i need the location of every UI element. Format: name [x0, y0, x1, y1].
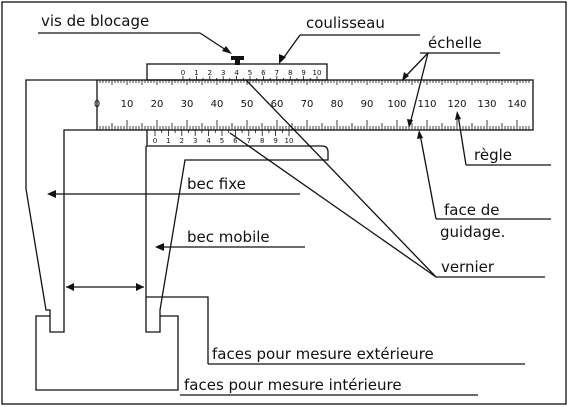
- label-bec-mobile: bec mobile: [187, 228, 270, 246]
- arrow-coulisseau-icon: [279, 54, 286, 64]
- label-vernier: vernier: [441, 258, 495, 276]
- label-faces-interieure: faces pour mesure intérieure: [184, 376, 402, 394]
- vernier-bottom-label: 3: [193, 137, 197, 145]
- leader-faces-ext: [146, 296, 209, 364]
- label-face-guidage-2: guidage.: [440, 223, 505, 241]
- main-scale-label: 90: [361, 99, 374, 110]
- vernier-top-numbers: 0 1 2 3 4 5 6 7 8 9 10: [181, 69, 322, 77]
- arrow-bec-mobile-icon: [155, 243, 164, 251]
- vernier-bottom-label: 9: [273, 137, 277, 145]
- arrowhead-right-icon: [136, 283, 144, 291]
- vernier-top-label: 5: [248, 69, 252, 77]
- arrow-regle-icon: [455, 111, 461, 120]
- label-regle: règle: [474, 146, 512, 164]
- leader-guidage: [419, 133, 437, 220]
- arrow-vis-icon: [222, 46, 232, 54]
- fixed-jaw: [25, 79, 97, 333]
- arrow-echelle-2-icon: [407, 119, 413, 128]
- vernier-bottom-label: 5: [220, 137, 224, 145]
- leader-echelle-2: [409, 52, 429, 125]
- main-scale-label: 30: [181, 99, 194, 110]
- vernier-bottom-label: 2: [180, 137, 184, 145]
- main-scale-label: 40: [211, 99, 224, 110]
- vernier-top-label: 8: [288, 69, 292, 77]
- vernier-bottom-ticks: [154, 130, 290, 136]
- label-coulisseau: coulisseau: [306, 14, 385, 32]
- arrow-bec-fixe-icon: [47, 190, 56, 198]
- vernier-top-label: 1: [194, 69, 198, 77]
- main-scale-label: 0: [94, 99, 100, 110]
- vernier-bottom-label: 1: [166, 137, 170, 145]
- vernier-bottom-label: 7: [247, 137, 251, 145]
- vernier-bottom-numbers: 0 1 2 3 4 5 6 7 8 9 10: [153, 137, 294, 145]
- main-scale-label: 100: [387, 99, 406, 110]
- vernier-top-label: 3: [221, 69, 225, 77]
- movable-jaw: [145, 130, 329, 333]
- label-bec-fixe: bec fixe: [187, 175, 246, 193]
- vernier-bottom-label: 8: [260, 137, 264, 145]
- leader-coulisseau: [281, 34, 301, 61]
- vernier-bottom-label: 6: [233, 137, 238, 145]
- vernier-top-label: 0: [181, 69, 185, 77]
- arrowhead-left-icon: [66, 283, 74, 291]
- main-scale-label: 10: [121, 99, 134, 110]
- vernier-bottom-label: 0: [153, 137, 157, 145]
- label-vis-blocage: vis de blocage: [41, 12, 149, 30]
- leader-vernier-2: [229, 132, 437, 278]
- vernier-top-label: 6: [261, 69, 266, 77]
- label-faces-exterieure: faces pour mesure extérieure: [212, 345, 434, 363]
- main-scale-label: 120: [447, 99, 466, 110]
- inner-measure-tips: [35, 315, 179, 391]
- main-scale-label: 60: [271, 99, 284, 110]
- main-scale-label: 140: [507, 99, 526, 110]
- vernier-bottom-label: 10: [285, 137, 294, 145]
- main-scale-label: 110: [417, 99, 436, 110]
- main-scale-numbers: 0 10 20 30 40 50 60 70 80 90 100 110 120 130 140: [94, 99, 527, 110]
- vernier-top-label: 10: [313, 69, 322, 77]
- main-scale-label: 80: [331, 99, 344, 110]
- arrow-guidage-icon: [417, 130, 423, 139]
- locking-screw-stem: [235, 59, 240, 65]
- vernier-top-ticks: [182, 76, 318, 80]
- leader-regle: [457, 114, 467, 166]
- main-scale-label: 20: [151, 99, 164, 110]
- label-face-guidage-1: face de: [444, 201, 499, 219]
- vernier-top-label: 4: [234, 69, 239, 77]
- vernier-top-label: 2: [208, 69, 212, 77]
- locking-screw-icon: [231, 56, 244, 60]
- vernier-top-label: 7: [275, 69, 279, 77]
- main-scale-label: 130: [477, 99, 496, 110]
- main-scale-label: 50: [241, 99, 254, 110]
- leader-echelle-1: [403, 52, 429, 79]
- vernier-bottom-label: 4: [206, 137, 211, 145]
- leader-vernier-1: [245, 79, 437, 278]
- main-scale-label: 70: [301, 99, 314, 110]
- label-echelle: échelle: [428, 34, 482, 52]
- arrow-echelle-1-icon: [402, 72, 409, 81]
- vernier-top-label: 9: [301, 69, 305, 77]
